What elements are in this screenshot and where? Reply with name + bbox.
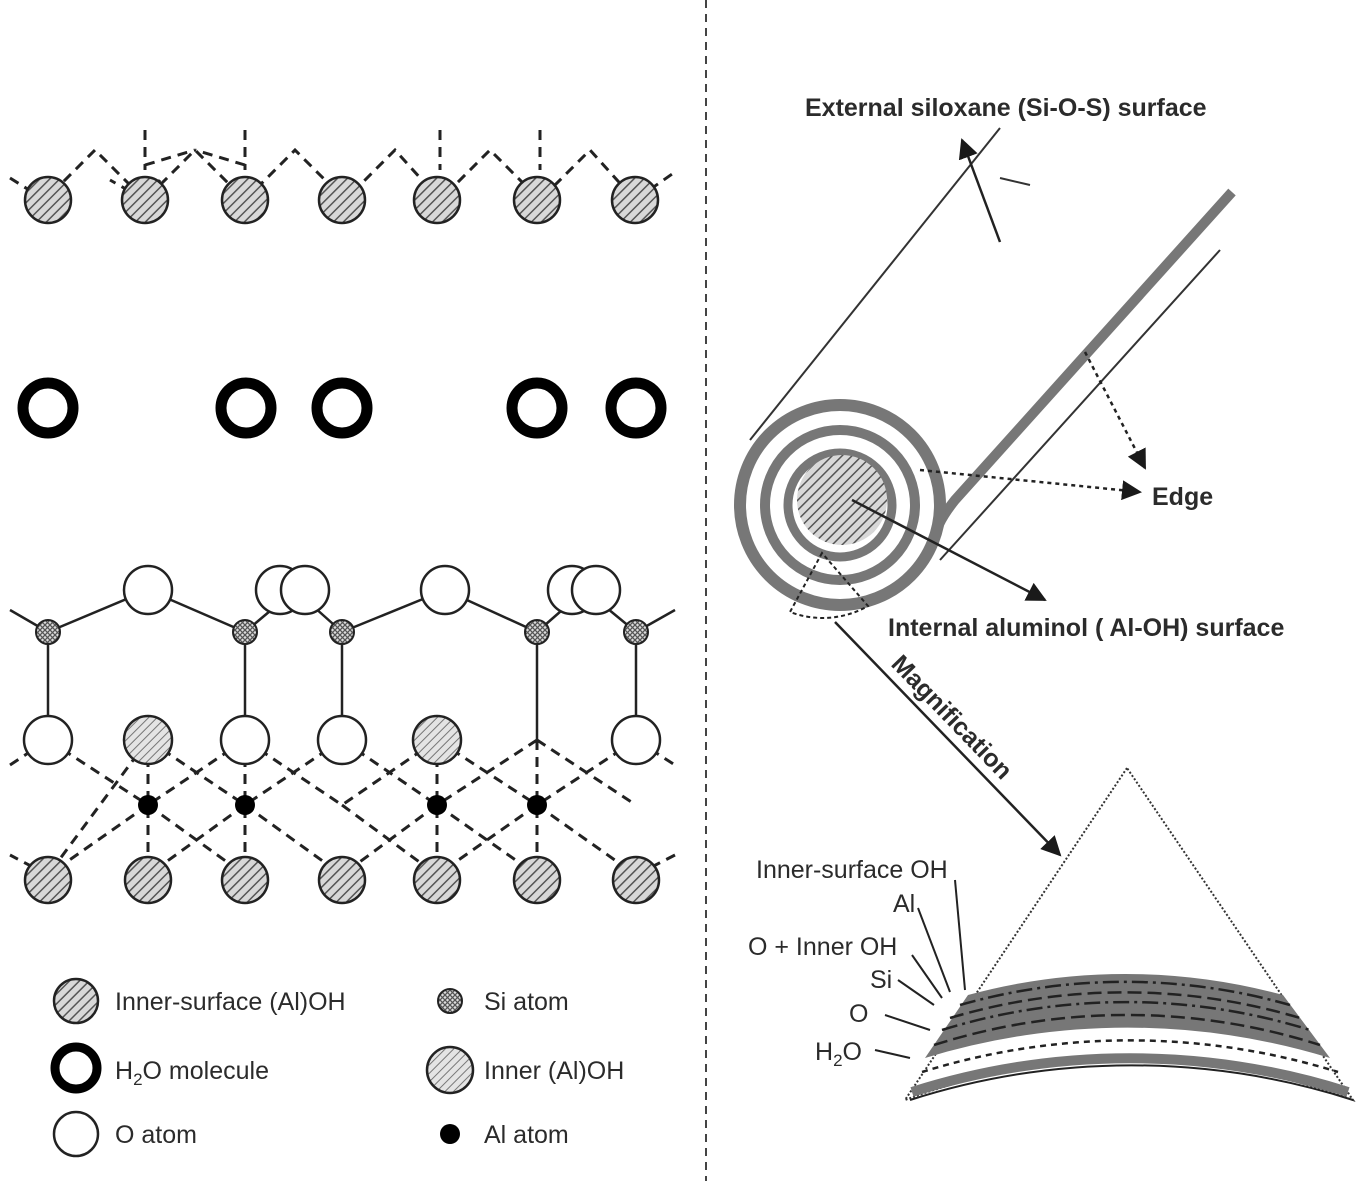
o-atom [316, 714, 368, 766]
h2o-molecule [311, 377, 373, 439]
inner-surface-aloh-atom [120, 175, 170, 225]
h2o-molecule [605, 377, 667, 439]
si-atom [232, 619, 258, 645]
legend-si-atom-swatch [437, 988, 463, 1014]
top-hydroxyl-layer [9, 130, 676, 225]
h2o-molecule [506, 377, 568, 439]
si-atom [329, 619, 355, 645]
legend-inner-surface-aloh-label: Inner-surface (Al)OH [115, 988, 346, 1016]
h2o-molecule [215, 377, 277, 439]
o-atom [279, 564, 331, 616]
legend: Inner-surface (Al)OH H2O molecule O atom… [50, 977, 624, 1158]
al-atom [235, 795, 255, 815]
al-atom [138, 795, 158, 815]
h2o-molecule [17, 377, 79, 439]
internal-surface-label: Internal aluminol ( Al-OH) surface [888, 614, 1284, 642]
inner-surface-aloh-atom [23, 175, 73, 225]
inner-surface-aloh-atom [123, 855, 173, 905]
legend-inner-aloh-label: Inner (Al)OH [484, 1057, 624, 1085]
inner-surface-aloh-atom [317, 855, 367, 905]
edge-label: Edge [1152, 483, 1213, 511]
o-atom [570, 564, 622, 616]
legend-al-atom-label: Al atom [484, 1121, 569, 1149]
magnified-sector [874, 766, 1356, 1103]
inner-surface-aloh-atom [611, 855, 661, 905]
inner-surface-aloh-atom [512, 855, 562, 905]
si-atom [35, 619, 61, 645]
lumen-core [797, 455, 887, 545]
si-atom [623, 619, 649, 645]
legend-al-atom-swatch [440, 1124, 460, 1144]
inner-surface-aloh-atom [412, 175, 462, 225]
inner-surface-aloh-atom [412, 855, 462, 905]
layer-o-label: O [849, 1000, 868, 1028]
layer-o-inner-oh-label: O + Inner OH [748, 933, 897, 961]
halloysite-lattice [9, 564, 676, 905]
si-atom [524, 619, 550, 645]
layer-al-label: Al [893, 890, 915, 918]
inner-surface-aloh-atom [512, 175, 562, 225]
legend-inner-aloh-swatch [425, 1045, 475, 1095]
al-atom [527, 795, 547, 815]
o-atom [219, 714, 271, 766]
inner-surface-aloh-atom [317, 175, 367, 225]
inner-surface-aloh-atom [610, 175, 660, 225]
legend-inner-surface-aloh-swatch [52, 977, 100, 1025]
legend-si-atom-label: Si atom [484, 988, 569, 1016]
al-atom [427, 795, 447, 815]
legend-o-atom-label: O atom [115, 1121, 197, 1149]
inner-surface-aloh-atom [23, 855, 73, 905]
o-atom [419, 564, 471, 616]
o-atom [122, 564, 174, 616]
inner-surface-aloh-atom [220, 855, 270, 905]
inner-aloh-atom [122, 714, 174, 766]
inner-surface-aloh-atom [220, 175, 270, 225]
legend-o-atom-swatch [52, 1110, 100, 1158]
inner-aloh-atom [411, 714, 463, 766]
legend-h2o-label: H2O molecule [115, 1057, 269, 1089]
o-atom [610, 714, 662, 766]
nanotube-drawing [734, 127, 1236, 857]
layer-si-label: Si [870, 966, 892, 994]
water-layer [17, 377, 667, 439]
magnification-label: Magnification [886, 650, 1018, 785]
external-surface-label: External siloxane (Si-O-S) surface [805, 94, 1207, 122]
layer-inner-surface-oh-label: Inner-surface OH [756, 856, 948, 884]
o-atom [22, 714, 74, 766]
layer-h2o-label: H2O [815, 1038, 862, 1070]
legend-h2o-swatch [50, 1042, 102, 1094]
